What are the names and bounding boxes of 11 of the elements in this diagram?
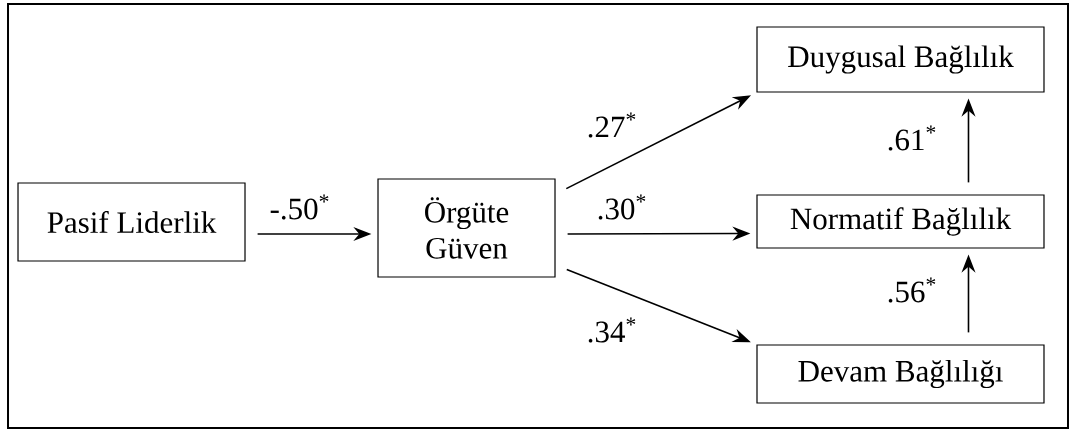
variable-box: Normatif Bağlılık [756, 194, 1045, 249]
variable-box: Duygusal Bağlılık [756, 26, 1045, 93]
edge-label: .34$^{*}$ [584, 315, 640, 345]
variable-box: Pasif Liderlik [17, 182, 246, 262]
edge-label: -.50$^{*}$ [267, 192, 333, 222]
edge-label: .27$^{*}$ [584, 110, 640, 140]
variable-box: Devam Bağlılığı [756, 344, 1045, 404]
edge-label: .61$^{*}$ [884, 123, 940, 153]
edge-label: .56$^{*}$ [884, 275, 940, 305]
edge-label: .30$^{*}$ [594, 192, 650, 222]
variable-box: Örgüte Güven [377, 178, 556, 278]
